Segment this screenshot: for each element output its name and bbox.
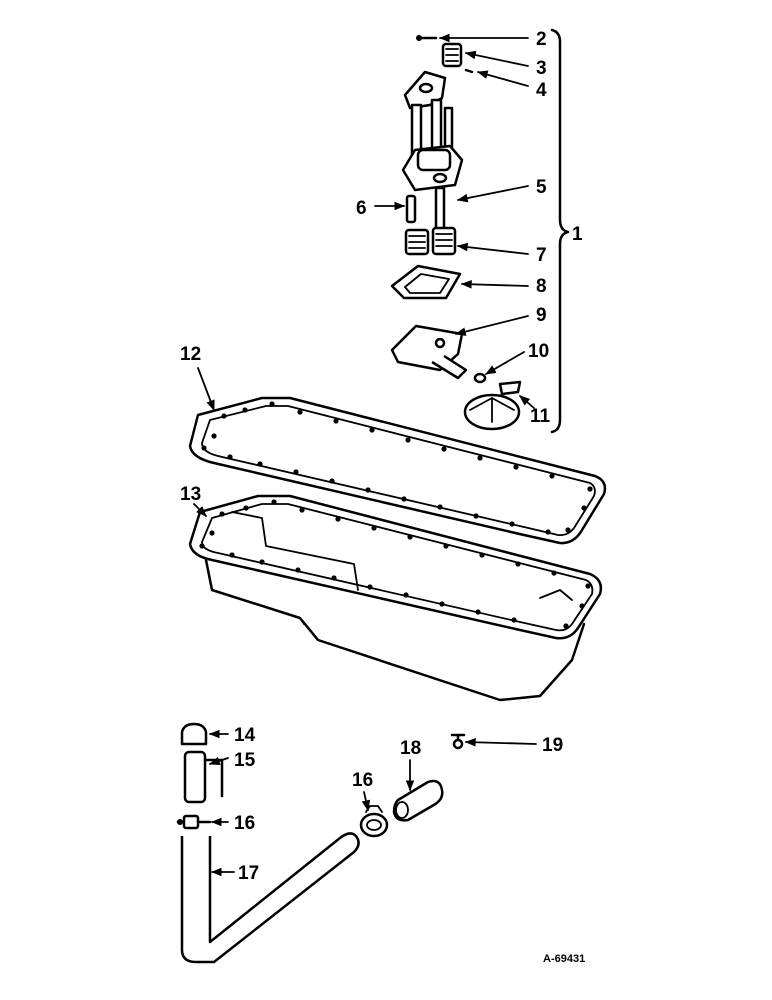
callout-17: 17 — [238, 863, 259, 884]
callout-7: 7 — [536, 245, 547, 266]
part-6-dowel — [405, 194, 417, 224]
part-5-pump-body — [401, 70, 464, 232]
callout-3: 3 — [536, 58, 547, 79]
callout-4: 4 — [536, 80, 547, 101]
oil-pump-assembly — [390, 35, 522, 431]
gasket-bolt-holes — [201, 401, 593, 535]
part-13-oil-pan — [188, 494, 603, 702]
callout-15: 15 — [234, 750, 256, 771]
callout-labels: 2 3 4 5 6 1 7 8 9 10 11 12 13 14 15 16 1… — [180, 29, 583, 884]
part-18-connector — [392, 779, 444, 822]
part-4-key — [464, 68, 474, 74]
part-12-gasket — [188, 396, 607, 545]
callout-5: 5 — [536, 177, 547, 198]
pan-bolt-holes — [199, 499, 591, 629]
callout-16-right: 16 — [352, 770, 373, 791]
callout-2: 2 — [536, 29, 547, 50]
callout-19: 19 — [542, 735, 563, 756]
part-19-plug — [450, 733, 466, 750]
part-16-clamp-left — [176, 814, 212, 830]
part-3-gear — [441, 42, 463, 68]
part-8-gasket — [390, 264, 462, 300]
callout-13: 13 — [180, 484, 201, 505]
callout-1: 1 — [572, 224, 583, 245]
part-15-tube — [183, 750, 224, 804]
callout-18: 18 — [400, 738, 421, 759]
part-2-pin — [416, 35, 438, 41]
callout-11: 11 — [530, 406, 551, 427]
callout-8: 8 — [536, 276, 547, 297]
callout-6: 6 — [356, 198, 367, 219]
assembly-bracket — [550, 28, 570, 434]
leader-lines — [193, 33, 537, 877]
figure-code: A-69431 — [543, 953, 585, 965]
part-9-cover — [390, 324, 468, 380]
part-11-screen — [463, 380, 522, 431]
callout-10: 10 — [528, 341, 549, 362]
callout-12: 12 — [180, 344, 201, 365]
part-14-cap — [180, 722, 208, 746]
part-17-hose — [180, 832, 360, 964]
callout-9: 9 — [536, 305, 547, 326]
callout-16-left: 16 — [234, 813, 255, 834]
part-16-clamp-right — [359, 805, 389, 838]
part-7-gears — [404, 226, 457, 256]
part-10-washer — [473, 372, 487, 384]
callout-14: 14 — [234, 725, 256, 746]
